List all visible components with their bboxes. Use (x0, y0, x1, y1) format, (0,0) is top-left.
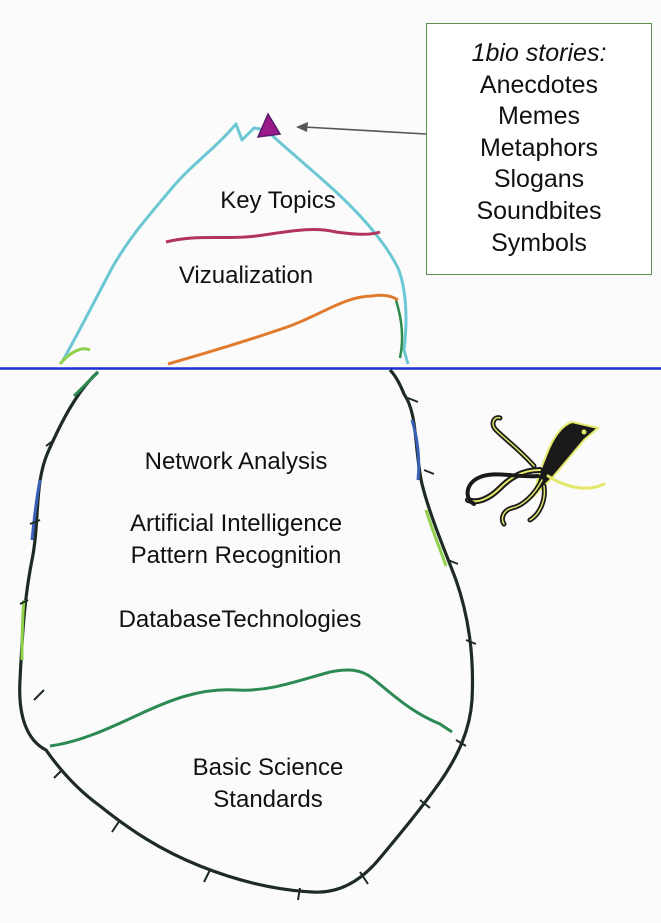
label-basic-science: Basic Science (118, 752, 418, 784)
orange-band (168, 295, 398, 364)
label-key-topics: Key Topics (178, 185, 378, 217)
magenta-band (166, 229, 380, 242)
label-pattern-recognition: Pattern Recognition (86, 540, 386, 572)
callout-item: Symbols (427, 228, 651, 260)
label-database-technologies: DatabaseTechnologies (70, 604, 410, 636)
callout-item: Soundbites (427, 196, 651, 228)
green-band (50, 670, 452, 746)
label-network-analysis: Network Analysis (86, 446, 386, 478)
callout-item: Anecdotes (427, 70, 651, 102)
callout-title: 1bio stories: (427, 38, 651, 70)
label-visualization: Vizualization (146, 260, 346, 292)
callout-item: Slogans (427, 164, 651, 196)
callout-item: Metaphors (427, 133, 651, 165)
label-standards: Standards (118, 784, 418, 816)
squid-icon (452, 412, 618, 534)
label-artificial-intelligence: Artificial Intelligence (86, 508, 386, 540)
iceberg-tip-outline (62, 124, 408, 364)
stories-callout-box: 1bio stories: Anecdotes Memes Metaphors … (426, 23, 652, 275)
iceberg-peak (258, 114, 280, 137)
callout-arrow (304, 127, 426, 134)
callout-item: Memes (427, 101, 651, 133)
